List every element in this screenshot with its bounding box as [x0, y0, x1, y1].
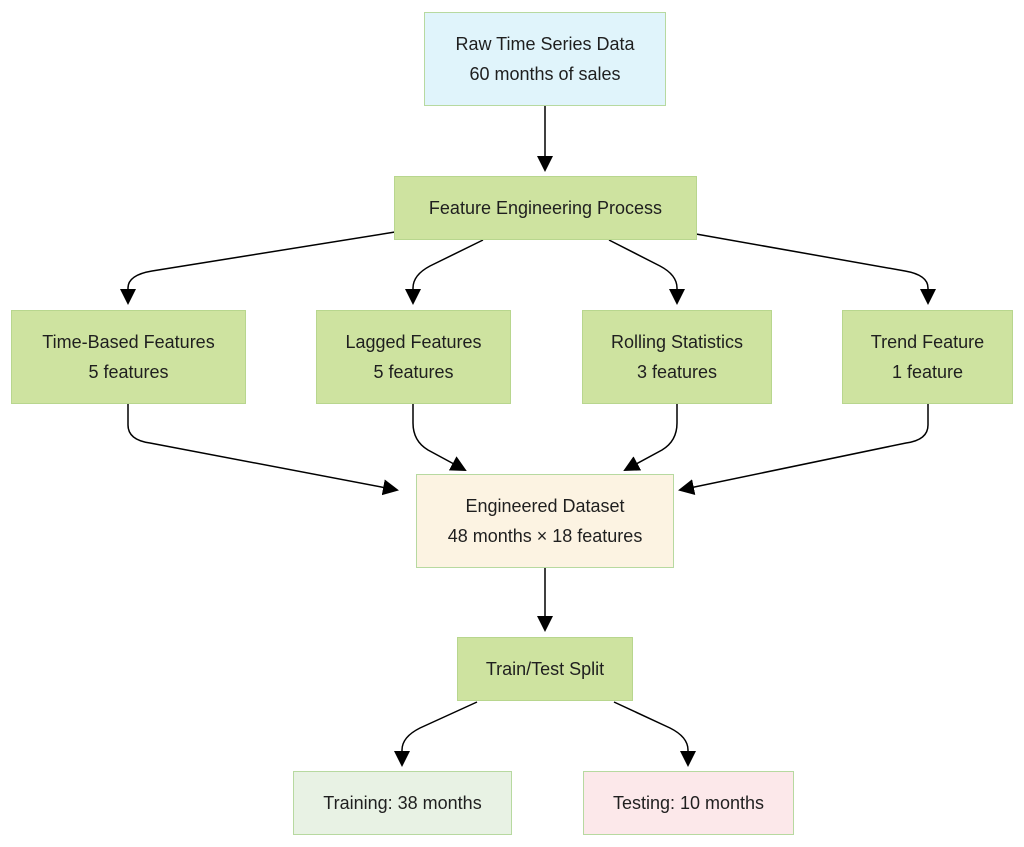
rolling-count: 3 features — [636, 362, 718, 382]
edge-split-to-training — [394, 701, 478, 767]
raw-data-subtitle: 60 months of sales — [469, 64, 621, 84]
lagged-features-node: Lagged Features 5 features — [316, 310, 511, 404]
training-node: Training: 38 months — [293, 771, 512, 835]
raw-data-node: Raw Time Series Data 60 months of sales — [424, 12, 666, 106]
split-title: Train/Test Split — [485, 659, 605, 679]
edge-split-to-testing — [613, 701, 696, 767]
trend-title: Trend Feature — [870, 332, 985, 352]
feature-engineering-title: Feature Engineering Process — [428, 198, 663, 218]
engineered-dataset-node: Engineered Dataset 48 months × 18 featur… — [416, 474, 674, 568]
rolling-statistics-node: Rolling Statistics 3 features — [582, 310, 772, 404]
feature-engineering-node: Feature Engineering Process — [394, 176, 697, 240]
edge-process-to-lagged — [405, 239, 484, 305]
time-based-features-node: Time-Based Features 5 features — [11, 310, 246, 404]
time-based-title: Time-Based Features — [42, 332, 215, 352]
training-title: Training: 38 months — [323, 793, 482, 813]
time-based-count: 5 features — [88, 362, 169, 382]
dataset-title: Engineered Dataset — [465, 496, 625, 516]
testing-node: Testing: 10 months — [583, 771, 794, 835]
trend-feature-node: Trend Feature 1 feature — [842, 310, 1013, 404]
lagged-title: Lagged Features — [345, 332, 482, 352]
edge-time-based-to-dataset — [127, 404, 399, 496]
edge-trend-to-dataset — [678, 404, 929, 495]
edge-process-to-time-based — [120, 231, 396, 305]
edge-rolling-to-dataset — [623, 404, 678, 471]
edge-lagged-to-dataset — [412, 404, 467, 471]
trend-count: 1 feature — [891, 362, 964, 382]
dataset-size: 48 months × 18 features — [447, 526, 643, 546]
testing-title: Testing: 10 months — [612, 793, 765, 813]
edge-process-to-trend — [695, 233, 936, 305]
rolling-title: Rolling Statistics — [610, 332, 744, 352]
edge-process-to-rolling — [608, 239, 685, 305]
lagged-count: 5 features — [373, 362, 454, 382]
raw-data-title: Raw Time Series Data — [455, 34, 635, 54]
train-test-split-node: Train/Test Split — [457, 637, 633, 701]
